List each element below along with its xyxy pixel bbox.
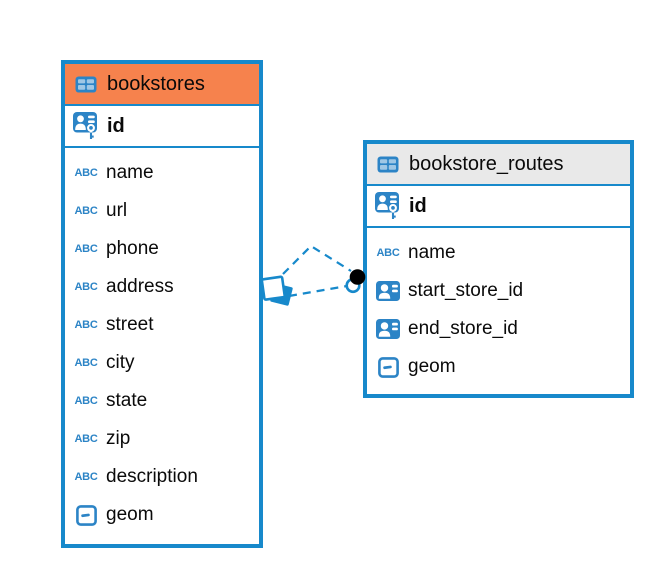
column-label: state: [106, 390, 148, 411]
text-type-icon: ABC: [376, 246, 400, 259]
column-row-geom[interactable]: geom: [367, 348, 630, 386]
column-label: phone: [106, 238, 159, 259]
column-label: id: [409, 194, 427, 217]
column-label: end_store_id: [408, 318, 518, 339]
text-type-icon: ABC: [74, 432, 98, 445]
column-label: start_store_id: [408, 280, 524, 301]
primary-key-icon: [375, 191, 401, 221]
foreign-key-icon: [375, 319, 401, 339]
column-row-geom[interactable]: geom: [65, 496, 259, 534]
column-label: description: [106, 466, 198, 487]
column-row-address[interactable]: ABC address: [65, 268, 259, 306]
column-list: ABC name ABC url ABC phone ABC address A…: [65, 148, 259, 536]
table-bookstores-header[interactable]: bookstores: [65, 64, 259, 106]
text-type-icon: ABC: [74, 356, 98, 369]
text-type-icon: ABC: [74, 242, 98, 255]
column-row-start-store-id[interactable]: start_store_id: [367, 272, 630, 310]
text-type-icon: ABC: [74, 394, 98, 407]
column-label: geom: [408, 356, 456, 377]
column-label: city: [106, 352, 135, 373]
table-bookstores[interactable]: bookstores id ABC: [61, 60, 263, 548]
column-row-name[interactable]: ABC name: [367, 234, 630, 272]
text-type-icon: ABC: [74, 318, 98, 331]
column-label: name: [106, 162, 154, 183]
column-row-state[interactable]: ABC state: [65, 382, 259, 420]
primary-key-icon: [73, 111, 99, 141]
relation-source-marker: [260, 275, 293, 306]
column-row-url[interactable]: ABC url: [65, 192, 259, 230]
table-grid-icon: [375, 156, 401, 173]
table-bookstore-routes[interactable]: bookstore_routes id ABC: [363, 140, 634, 398]
column-row-name[interactable]: ABC name: [65, 154, 259, 192]
text-type-icon: ABC: [74, 470, 98, 483]
foreign-key-icon: [375, 281, 401, 301]
text-type-icon: ABC: [74, 280, 98, 293]
text-type-icon: ABC: [74, 204, 98, 217]
column-label: address: [106, 276, 174, 297]
column-label: name: [408, 242, 456, 263]
geometry-type-icon: [375, 356, 401, 378]
table-grid-icon: [73, 76, 99, 93]
column-label: geom: [106, 504, 154, 525]
column-row-city[interactable]: ABC city: [65, 344, 259, 382]
table-title: bookstores: [107, 72, 205, 95]
column-row-end-store-id[interactable]: end_store_id: [367, 310, 630, 348]
column-label: street: [106, 314, 154, 335]
column-row-description[interactable]: ABC description: [65, 458, 259, 496]
relation-line-2: [288, 284, 348, 298]
column-row-street[interactable]: ABC street: [65, 306, 259, 344]
column-label: url: [106, 200, 128, 221]
geometry-type-icon: [73, 504, 99, 526]
column-label: id: [107, 114, 125, 137]
column-label: zip: [106, 428, 131, 449]
column-row-id[interactable]: id: [65, 106, 259, 148]
table-title: bookstore_routes: [409, 152, 564, 175]
column-row-zip[interactable]: ABC zip: [65, 420, 259, 458]
table-routes-header[interactable]: bookstore_routes: [367, 144, 630, 186]
column-list: ABC name start_store_id: [367, 228, 630, 388]
column-row-phone[interactable]: ABC phone: [65, 230, 259, 268]
relation-line-1: [282, 244, 352, 275]
column-row-id[interactable]: id: [367, 186, 630, 228]
text-type-icon: ABC: [74, 166, 98, 179]
